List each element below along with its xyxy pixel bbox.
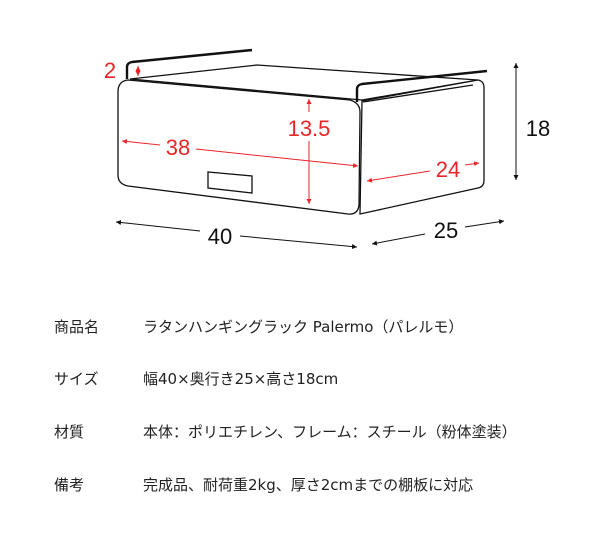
dimension-inner-height: 13.5 (288, 116, 331, 141)
spec-label: サイズ (54, 370, 99, 388)
dimension-total-width: 40 (208, 224, 232, 249)
outer-dimensions (115, 63, 519, 250)
inner-dimensions (121, 66, 480, 204)
dimension-inner-depth: 24 (436, 157, 460, 182)
spec-value: 幅40×奥行き25×高さ18cm (143, 370, 339, 388)
dimension-total-height: 18 (526, 116, 550, 141)
dimension-total-depth: 25 (434, 218, 458, 243)
product-dimension-diagram: 2 13.5 38 24 18 40 25 (104, 48, 550, 250)
spec-row-notes: 備考 完成品、耐荷重2kg、厚さ2cmまでの棚板に対応 (54, 474, 473, 496)
spec-label: 備考 (54, 476, 85, 494)
box-right-face (359, 79, 485, 215)
box-front-face (117, 79, 361, 215)
hanging-rail (125, 48, 488, 102)
spec-label: 材質 (54, 423, 85, 441)
box-handle-slot (207, 171, 253, 194)
spec-row-size: サイズ 幅40×奥行き25×高さ18cm (54, 368, 338, 390)
spec-row-material: 材質 本体：ポリエチレン、フレーム：スチール（粉体塗装） (54, 421, 517, 443)
spec-value: 完成品、耐荷重2kg、厚さ2cmまでの棚板に対応 (143, 476, 474, 494)
storage-box-drawing (117, 64, 485, 215)
spec-row-product-name: 商品名 ラタンハンギングラック Palermo（パレルモ） (54, 316, 463, 338)
dimension-handle-height: 2 (104, 58, 116, 83)
spec-label: 商品名 (54, 318, 100, 336)
spec-value: ラタンハンギングラック Palermo（パレルモ） (143, 318, 464, 336)
spec-value: 本体：ポリエチレン、フレーム：スチール（粉体塗装） (143, 423, 517, 441)
dimension-inner-width: 38 (166, 135, 190, 160)
